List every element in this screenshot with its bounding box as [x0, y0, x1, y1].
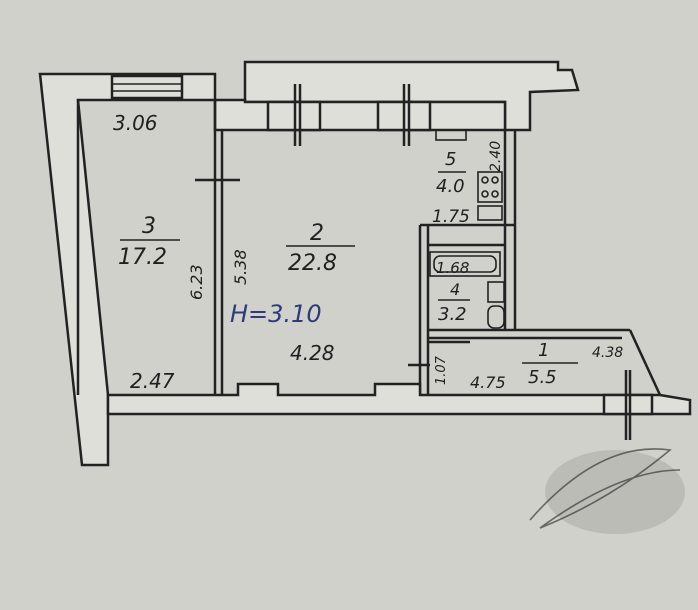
room-3-number: 3	[142, 214, 156, 239]
window-room-3	[110, 74, 184, 100]
left-outer-wall	[38, 72, 217, 467]
dim-room1-top: 4.38	[592, 345, 623, 361]
dim-room2-bottom: 4.28	[290, 341, 335, 365]
toilet	[487, 305, 505, 329]
room-3-area: 17.2	[118, 245, 167, 270]
dim-room1-left: 1.07	[434, 355, 449, 385]
room-5-area: 4.0	[436, 176, 465, 197]
dim-room5-side: 2.40	[488, 141, 504, 172]
top-inner-wall	[213, 98, 507, 132]
room-2-number: 2	[310, 221, 324, 246]
room-4-number: 4	[450, 280, 460, 299]
dim-room5-bottom: 1.75	[432, 207, 470, 227]
dim-room1-bottom: 4.75	[470, 373, 506, 392]
stove	[477, 171, 503, 203]
dim-room4-top: 1.68	[436, 259, 469, 277]
room-5-number: 5	[445, 149, 456, 170]
entrance-door	[602, 393, 654, 416]
scribble-mark	[545, 450, 685, 534]
room-1-number: 1	[538, 340, 549, 361]
bathtub	[429, 251, 501, 277]
room-1-area: 5.5	[528, 367, 557, 388]
dim-room3-bottom: 2.47	[130, 369, 175, 393]
dim-room3-top: 3.06	[113, 111, 158, 135]
dim-room3-side: 6.23	[187, 264, 206, 300]
bottom-wall	[106, 382, 692, 416]
ceiling-height: H=3.10	[230, 300, 322, 328]
room-2-area: 22.8	[288, 251, 337, 276]
room-4-area: 3.2	[438, 304, 467, 325]
dim-room2-side: 5.38	[231, 249, 250, 285]
